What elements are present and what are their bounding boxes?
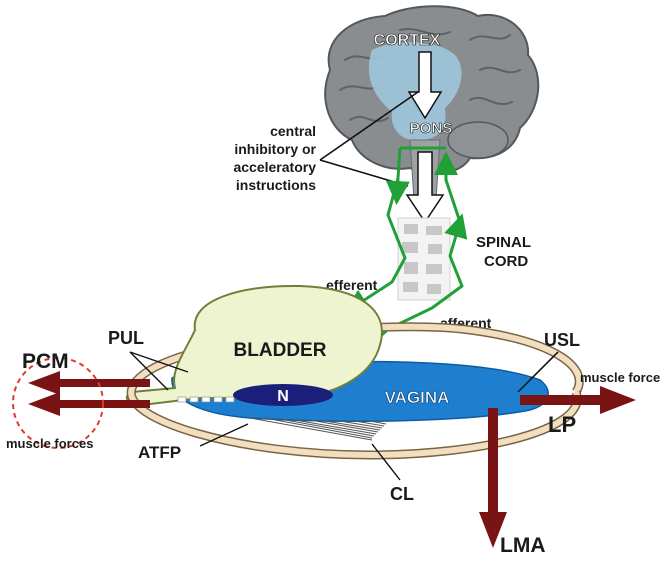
usl-label: USL [544,330,580,350]
bladder-label: BLADDER [234,340,327,361]
pul-label: PUL [108,328,144,348]
svg-text:acceleratory: acceleratory [233,159,316,175]
pons-label: PONS [410,120,453,137]
cortex-label: CORTEX [374,32,441,49]
cl-label: CL [390,484,414,504]
central-instructions-label: central inhibitory or acceleratory instr… [233,123,316,193]
lma-label: LMA [500,534,546,557]
spinal-label-line1: SPINAL [476,234,531,251]
lma-force-arrow [479,408,507,548]
n-label: N [277,388,289,405]
muscle-forces-label: muscle forces [6,436,93,451]
vagina-label: VAGINA [385,388,450,407]
svg-text:central: central [270,123,316,139]
atfp-label: ATFP [138,443,181,462]
muscle-force-label: muscle force [580,370,660,385]
pcm-label: PCM [22,350,69,373]
spinal-label-line2: CORD [484,253,528,270]
lp-label: LP [548,412,576,437]
cerebellum [448,122,508,158]
svg-text:instructions: instructions [236,177,316,193]
svg-text:inhibitory or: inhibitory or [234,141,316,157]
